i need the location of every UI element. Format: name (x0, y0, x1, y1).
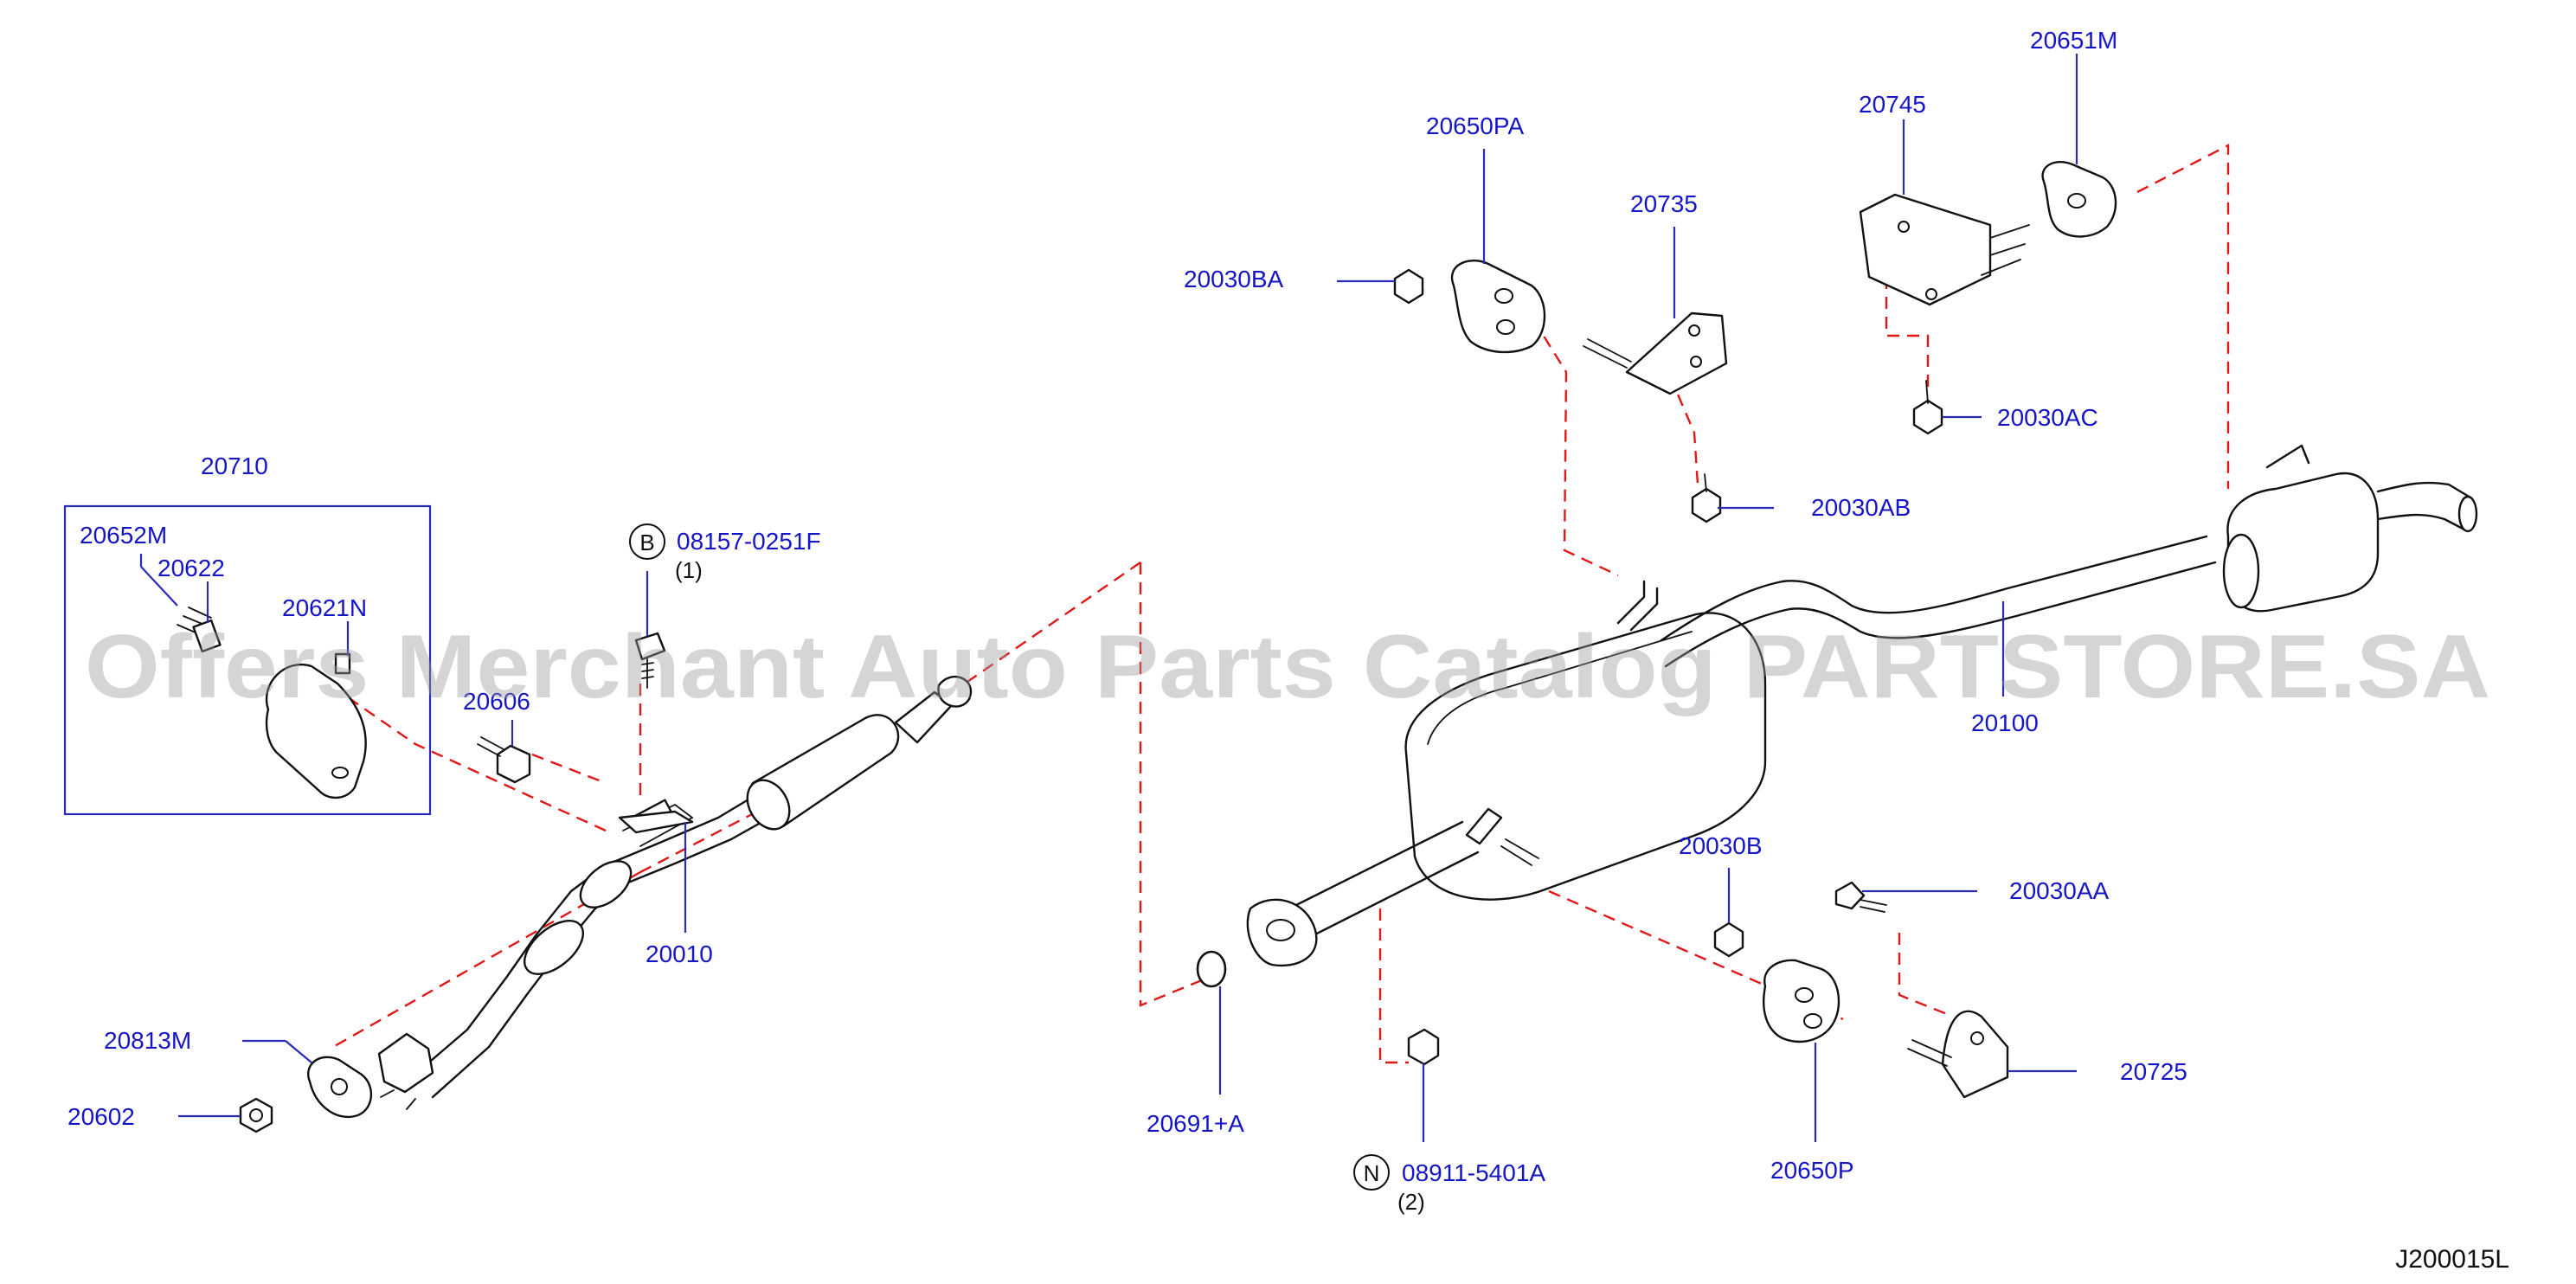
drawing-code: J200015L (2395, 1245, 2509, 1274)
label-20745: 20745 (1859, 91, 1926, 118)
label-20010: 20010 (646, 941, 713, 967)
label-20030ac: 20030AC (1997, 404, 2098, 431)
label-08911-5401a: 08911-5401A (1402, 1159, 1545, 1186)
label-20030ba: 20030BA (1184, 266, 1284, 292)
symbol-n: N (1364, 1160, 1380, 1186)
label-20030aa: 20030AA (2009, 877, 2110, 904)
label-20030ab: 20030AB (1811, 494, 1911, 521)
brackets-illustration (1583, 193, 2030, 1099)
label-20030b: 20030B (1679, 832, 1763, 859)
qty-08911-5401a: (2) (1397, 1189, 1425, 1215)
label-20650pa: 20650PA (1426, 112, 1524, 139)
callout-labels: 20710 20652M 20622 20621N 20606 B 08157-… (67, 27, 2187, 1215)
label-20621n: 20621N (282, 594, 367, 621)
center-muffler-illustration (1246, 535, 2217, 967)
label-20735: 20735 (1630, 190, 1698, 217)
qty-08157-0251f: (1) (675, 557, 703, 583)
label-20650p: 20650P (1770, 1157, 1854, 1184)
label-08157-0251f: 08157-0251F (677, 528, 821, 555)
label-20651m: 20651M (2030, 27, 2117, 54)
label-20602: 20602 (67, 1103, 135, 1130)
o-ring-illustration (1196, 950, 1227, 988)
watermark: Offers Merchant Auto Parts Catalog PARTS… (85, 617, 2490, 717)
label-20606: 20606 (463, 688, 530, 715)
front-exhaust-pipe-illustration (377, 676, 973, 1110)
label-20622: 20622 (157, 555, 225, 581)
rubber-mounts-illustration (1450, 161, 2117, 1043)
fasteners-illustration (1393, 268, 1943, 1066)
label-20813m: 20813M (104, 1027, 191, 1054)
label-20100: 20100 (1971, 709, 2039, 736)
gasket-and-nut-illustration (239, 1056, 373, 1133)
leader-lines (139, 54, 2078, 1142)
symbol-b: B (639, 530, 654, 555)
label-20652m: 20652M (80, 522, 167, 549)
symbol-n-circle (1353, 1154, 1390, 1191)
heat-insulator-illustration (63, 504, 432, 816)
symbol-b-circle (629, 523, 665, 560)
bolts-illustration (477, 632, 694, 834)
main-muffler-illustration (2222, 444, 2478, 613)
label-20725: 20725 (2120, 1058, 2187, 1085)
label-20691-a: 20691+A (1147, 1110, 1244, 1137)
label-20710: 20710 (201, 453, 268, 479)
